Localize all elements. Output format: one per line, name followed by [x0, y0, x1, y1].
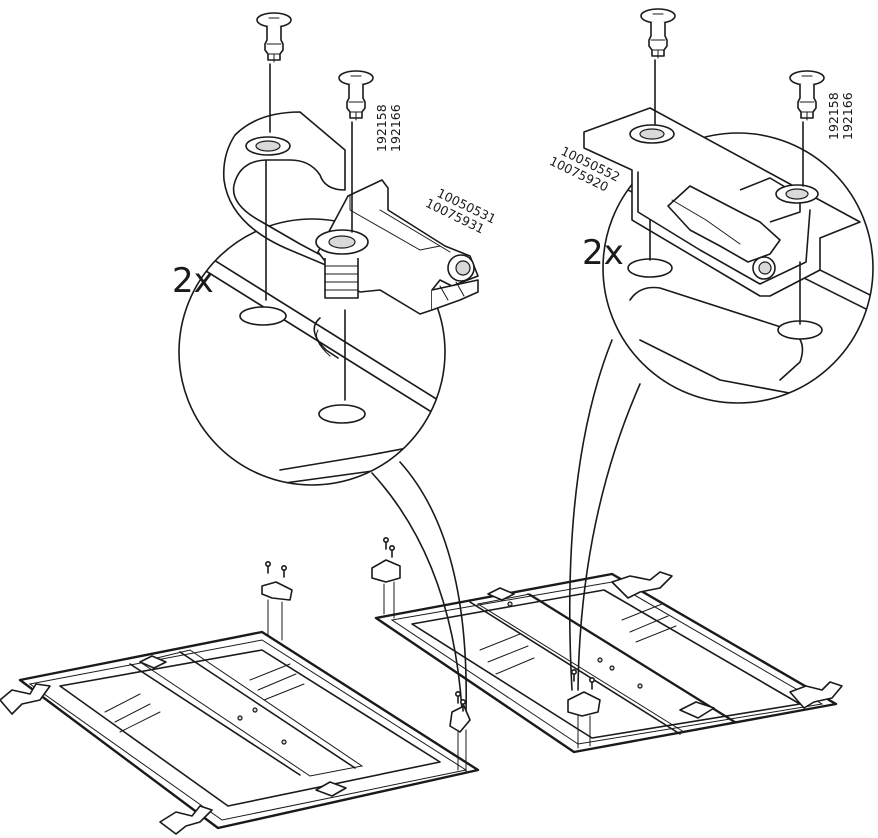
- right-mini-hinge-top: [371, 559, 401, 583]
- right-door-frame-inner: [411, 589, 801, 739]
- right-screw-2: [789, 70, 825, 121]
- left-hinge-corner-2: [159, 805, 213, 835]
- right-callout-leader-b: [577, 383, 641, 691]
- right-door-assembly: [371, 536, 843, 754]
- left-screw-part-numbers: 192158 192166: [374, 104, 403, 152]
- left-callout-leader-a: [371, 472, 463, 711]
- cabinet-top-panel: [222, 111, 391, 293]
- left-screw-part-1: 192158: [374, 104, 389, 152]
- left-glass-reflection-2: [249, 663, 305, 701]
- right-screw-part-1: 192158: [826, 92, 841, 140]
- left-callout-leader-b: [399, 461, 468, 713]
- left-zoom-callout: 2x 192158 192166 10050531 10075931: [172, 12, 498, 713]
- right-screw-1: [640, 8, 676, 59]
- right-glass-reflection-2: [621, 603, 677, 643]
- left-quantity-label: 2x: [172, 261, 214, 301]
- right-zoom-callout: 2x 192158 192166 10050552 10075920: [547, 8, 874, 691]
- left-screw-part-2: 192166: [388, 104, 403, 152]
- right-door-frame-outer: [374, 572, 838, 754]
- left-mini-hinge-top: [261, 581, 293, 601]
- right-glass-reflection-1: [479, 633, 535, 675]
- right-hinge-corner-1: [611, 571, 673, 599]
- left-hinge: [315, 179, 479, 315]
- left-door-assembly: [0, 560, 480, 835]
- left-glass-reflection-1: [104, 693, 161, 733]
- right-mini-hinge-bottom: [567, 691, 601, 717]
- right-screw-part-2: 192166: [840, 92, 855, 140]
- left-hinge-part-numbers: 10050531 10075931: [423, 185, 498, 236]
- right-screw-part-numbers: 192158 192166: [826, 92, 855, 140]
- left-screw-2: [338, 70, 374, 121]
- left-door-frame-outer: [18, 630, 480, 830]
- left-screw-1: [256, 12, 292, 63]
- left-door-frame-inner: [59, 649, 441, 807]
- left-hinge-corner-1: [0, 683, 51, 715]
- right-hinge-corner-2: [789, 681, 843, 709]
- right-callout-leader-a: [568, 339, 613, 691]
- right-hinge: [667, 177, 819, 280]
- left-mini-hinge-bottom: [449, 705, 471, 733]
- right-quantity-label: 2x: [582, 233, 624, 273]
